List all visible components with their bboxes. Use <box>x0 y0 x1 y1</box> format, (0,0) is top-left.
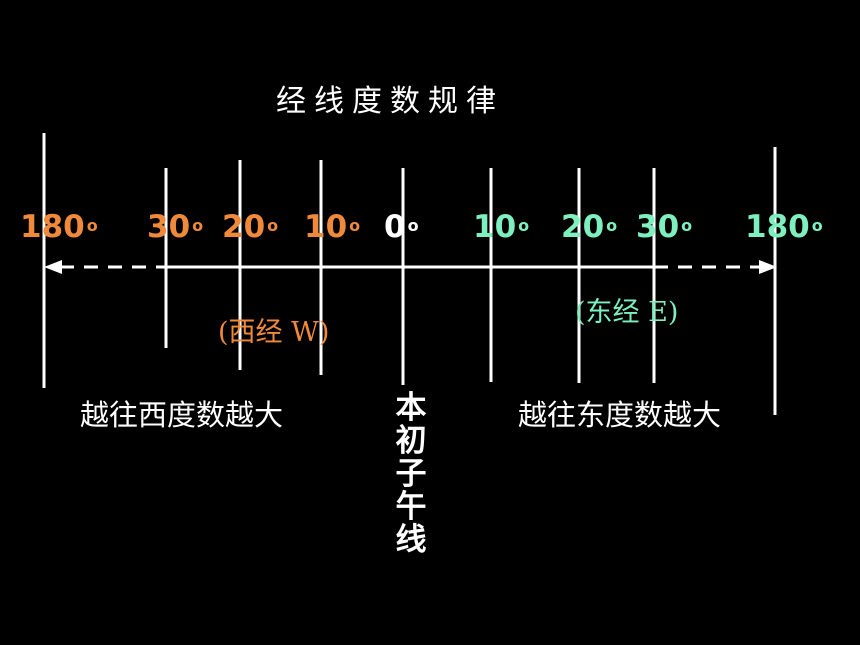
east-rule-text: 越往东度数越大 <box>518 398 722 432</box>
prime-meridian-label: 本初子午线 <box>395 390 427 558</box>
diagram-title: 经线度数规律 <box>276 84 504 119</box>
west-rule-text: 越往西度数越大 <box>80 398 284 432</box>
west-longitude-label: (西经 W) <box>218 317 330 348</box>
arrow-right-icon <box>759 260 777 274</box>
east-longitude-label: (东经 E) <box>575 297 679 328</box>
arrow-left-icon <box>44 260 62 274</box>
